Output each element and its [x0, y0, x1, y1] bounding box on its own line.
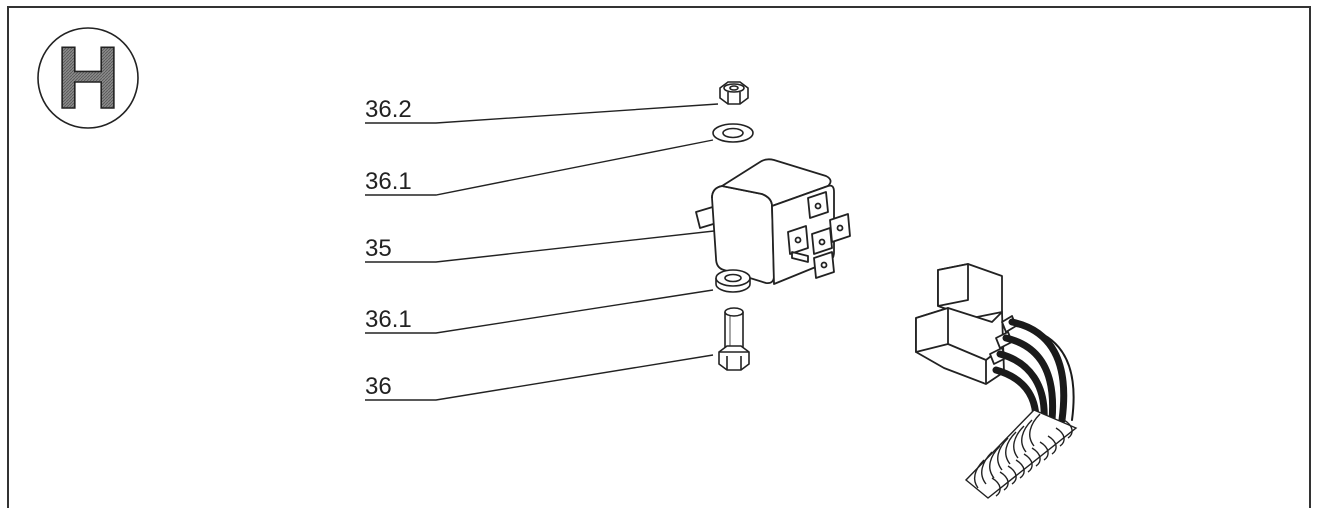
section-badge-circle	[37, 27, 139, 129]
callout-label: 35	[365, 235, 392, 262]
section-badge: H	[37, 27, 139, 129]
callout-36-1-top: 36.1	[365, 139, 714, 196]
leader-line	[365, 139, 714, 196]
leader-line	[365, 354, 714, 401]
callout-label: 36.2	[365, 96, 412, 123]
leader-line	[365, 103, 719, 124]
diagram-border	[7, 6, 1311, 508]
relay-part	[695, 158, 851, 285]
callout-label: 36	[365, 373, 392, 400]
wire-bundle	[992, 318, 1075, 424]
hex-nut-part	[719, 81, 749, 105]
cable-sleeve	[964, 409, 1078, 499]
leader-line	[365, 228, 733, 263]
washer-bottom-part	[715, 269, 751, 293]
callout-36: 36	[365, 354, 714, 401]
bolt-part	[718, 307, 750, 371]
callout-label: 36.1	[365, 306, 412, 333]
connector-plug-part	[915, 263, 1017, 385]
washer-top-part	[712, 123, 754, 143]
leader-line	[365, 289, 714, 334]
callout-label: 36.1	[365, 168, 412, 195]
section-badge-letter: H	[56, 28, 120, 127]
callout-36-2: 36.2	[365, 96, 719, 124]
callout-35: 35	[365, 228, 733, 263]
callout-36-1-bottom: 36.1	[365, 289, 714, 334]
